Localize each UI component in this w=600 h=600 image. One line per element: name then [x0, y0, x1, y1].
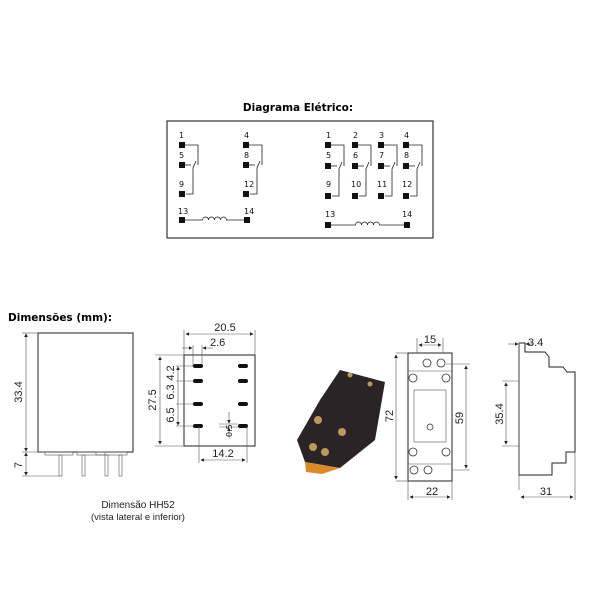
terminal-label: 9	[179, 180, 184, 189]
socket-photo	[297, 370, 385, 474]
dim-pin-length: 7	[13, 462, 25, 468]
terminal-label: 11	[377, 180, 387, 189]
dim-socket-offset: 3.4	[528, 337, 543, 349]
terminal-square	[325, 222, 331, 228]
terminal-label: 7	[379, 151, 384, 160]
nc-contact-line	[185, 144, 199, 165]
armature-line	[359, 161, 370, 197]
terminal-label: 12	[402, 180, 412, 189]
coil-icon	[185, 216, 244, 221]
terminal-square	[325, 193, 331, 199]
nc-contact-line	[249, 144, 263, 165]
caption-subtitle: (vista lateral e inferior)	[91, 512, 185, 523]
dimensions-title: Dimensões (mm):	[8, 312, 112, 324]
terminal-square	[325, 142, 331, 148]
armature-line	[332, 161, 343, 197]
terminal-label: 14	[402, 210, 412, 219]
nc-contact-line	[331, 144, 345, 166]
electrical-diagram-title: Diagrama Elétrico:	[243, 102, 353, 114]
terminal-square	[352, 142, 358, 148]
terminal-square	[378, 142, 384, 148]
dim-mount-spacing: 59	[454, 412, 466, 424]
caption-title: Dimensão HH52	[101, 500, 175, 511]
dim-spacing: 4.2	[165, 365, 177, 380]
terminal-label: 6	[353, 151, 358, 160]
terminal-square	[244, 217, 250, 223]
quad-relay-schematic: 1 2 3 4 5 6 7 8 9 10 11 12 13 14	[325, 131, 423, 228]
terminal-label: 8	[404, 151, 409, 160]
terminal-square	[243, 142, 249, 148]
terminal-square	[352, 163, 358, 169]
terminal-label: 2	[353, 131, 358, 140]
dim-pin-span: 14.2	[212, 448, 233, 460]
terminal-label: 14	[244, 207, 254, 216]
armature-line	[410, 161, 421, 197]
terminal-label: 10	[351, 180, 361, 189]
dim-spacing: 6.5	[165, 407, 177, 422]
relay-side-view: 33.4 7	[13, 332, 134, 477]
armature-line	[385, 161, 396, 197]
terminal-square	[403, 193, 409, 199]
terminal-label: 5	[179, 151, 184, 160]
terminal-square	[243, 162, 249, 168]
dim-height: 27.5	[147, 389, 159, 410]
dim-pin-offset: 2.6	[210, 337, 225, 349]
dim-socket-side-height: 35.4	[494, 403, 506, 424]
dim-pin-gap: 0.5	[225, 424, 234, 437]
terminal-square	[378, 193, 384, 199]
terminal-square	[179, 142, 185, 148]
terminal-square	[325, 163, 331, 169]
armature-line	[186, 160, 197, 195]
terminal-square	[403, 142, 409, 148]
terminal-label: 1	[326, 131, 331, 140]
dim-bottom-width: 22	[426, 486, 438, 498]
dim-socket-height: 72	[384, 410, 396, 422]
armature-line	[250, 160, 261, 195]
terminal-label: 4	[244, 131, 249, 140]
terminal-square	[243, 191, 249, 197]
terminal-label: 1	[179, 131, 184, 140]
nc-contact-line	[409, 144, 423, 166]
terminal-label: 3	[379, 131, 384, 140]
terminal-label: 13	[178, 207, 188, 216]
dim-top-width: 15	[424, 334, 436, 346]
terminal-label: 12	[244, 180, 254, 189]
dim-width: 20.5	[214, 322, 235, 334]
relay-bottom-view: 20.5 2.6 27.5 4.2 6.3 6.5 0.5 14.2	[147, 322, 256, 463]
terminal-square	[378, 163, 384, 169]
terminal-square	[404, 222, 410, 228]
socket-front-view: 72 59 15 22	[384, 334, 470, 500]
nc-contact-line	[384, 144, 398, 166]
terminal-square	[403, 163, 409, 169]
terminal-label: 13	[325, 210, 335, 219]
dim-height: 33.4	[13, 381, 25, 402]
terminal-label: 9	[326, 180, 331, 189]
single-relay-schematic: 1 4 5 8 9 12 13 14	[178, 131, 263, 223]
terminal-label: 4	[404, 131, 409, 140]
terminal-label: 8	[244, 151, 249, 160]
terminal-square	[179, 162, 185, 168]
dim-spacing: 6.3	[165, 384, 177, 399]
terminal-square	[179, 191, 185, 197]
socket-side-view: 35.4 3.4 31	[494, 337, 576, 500]
coil-icon	[331, 221, 404, 226]
nc-contact-line	[358, 144, 372, 166]
electrical-diagram-frame	[166, 120, 434, 239]
terminal-square	[352, 193, 358, 199]
dim-socket-depth: 31	[540, 486, 552, 498]
terminal-square	[179, 217, 185, 223]
terminal-label: 5	[326, 151, 331, 160]
